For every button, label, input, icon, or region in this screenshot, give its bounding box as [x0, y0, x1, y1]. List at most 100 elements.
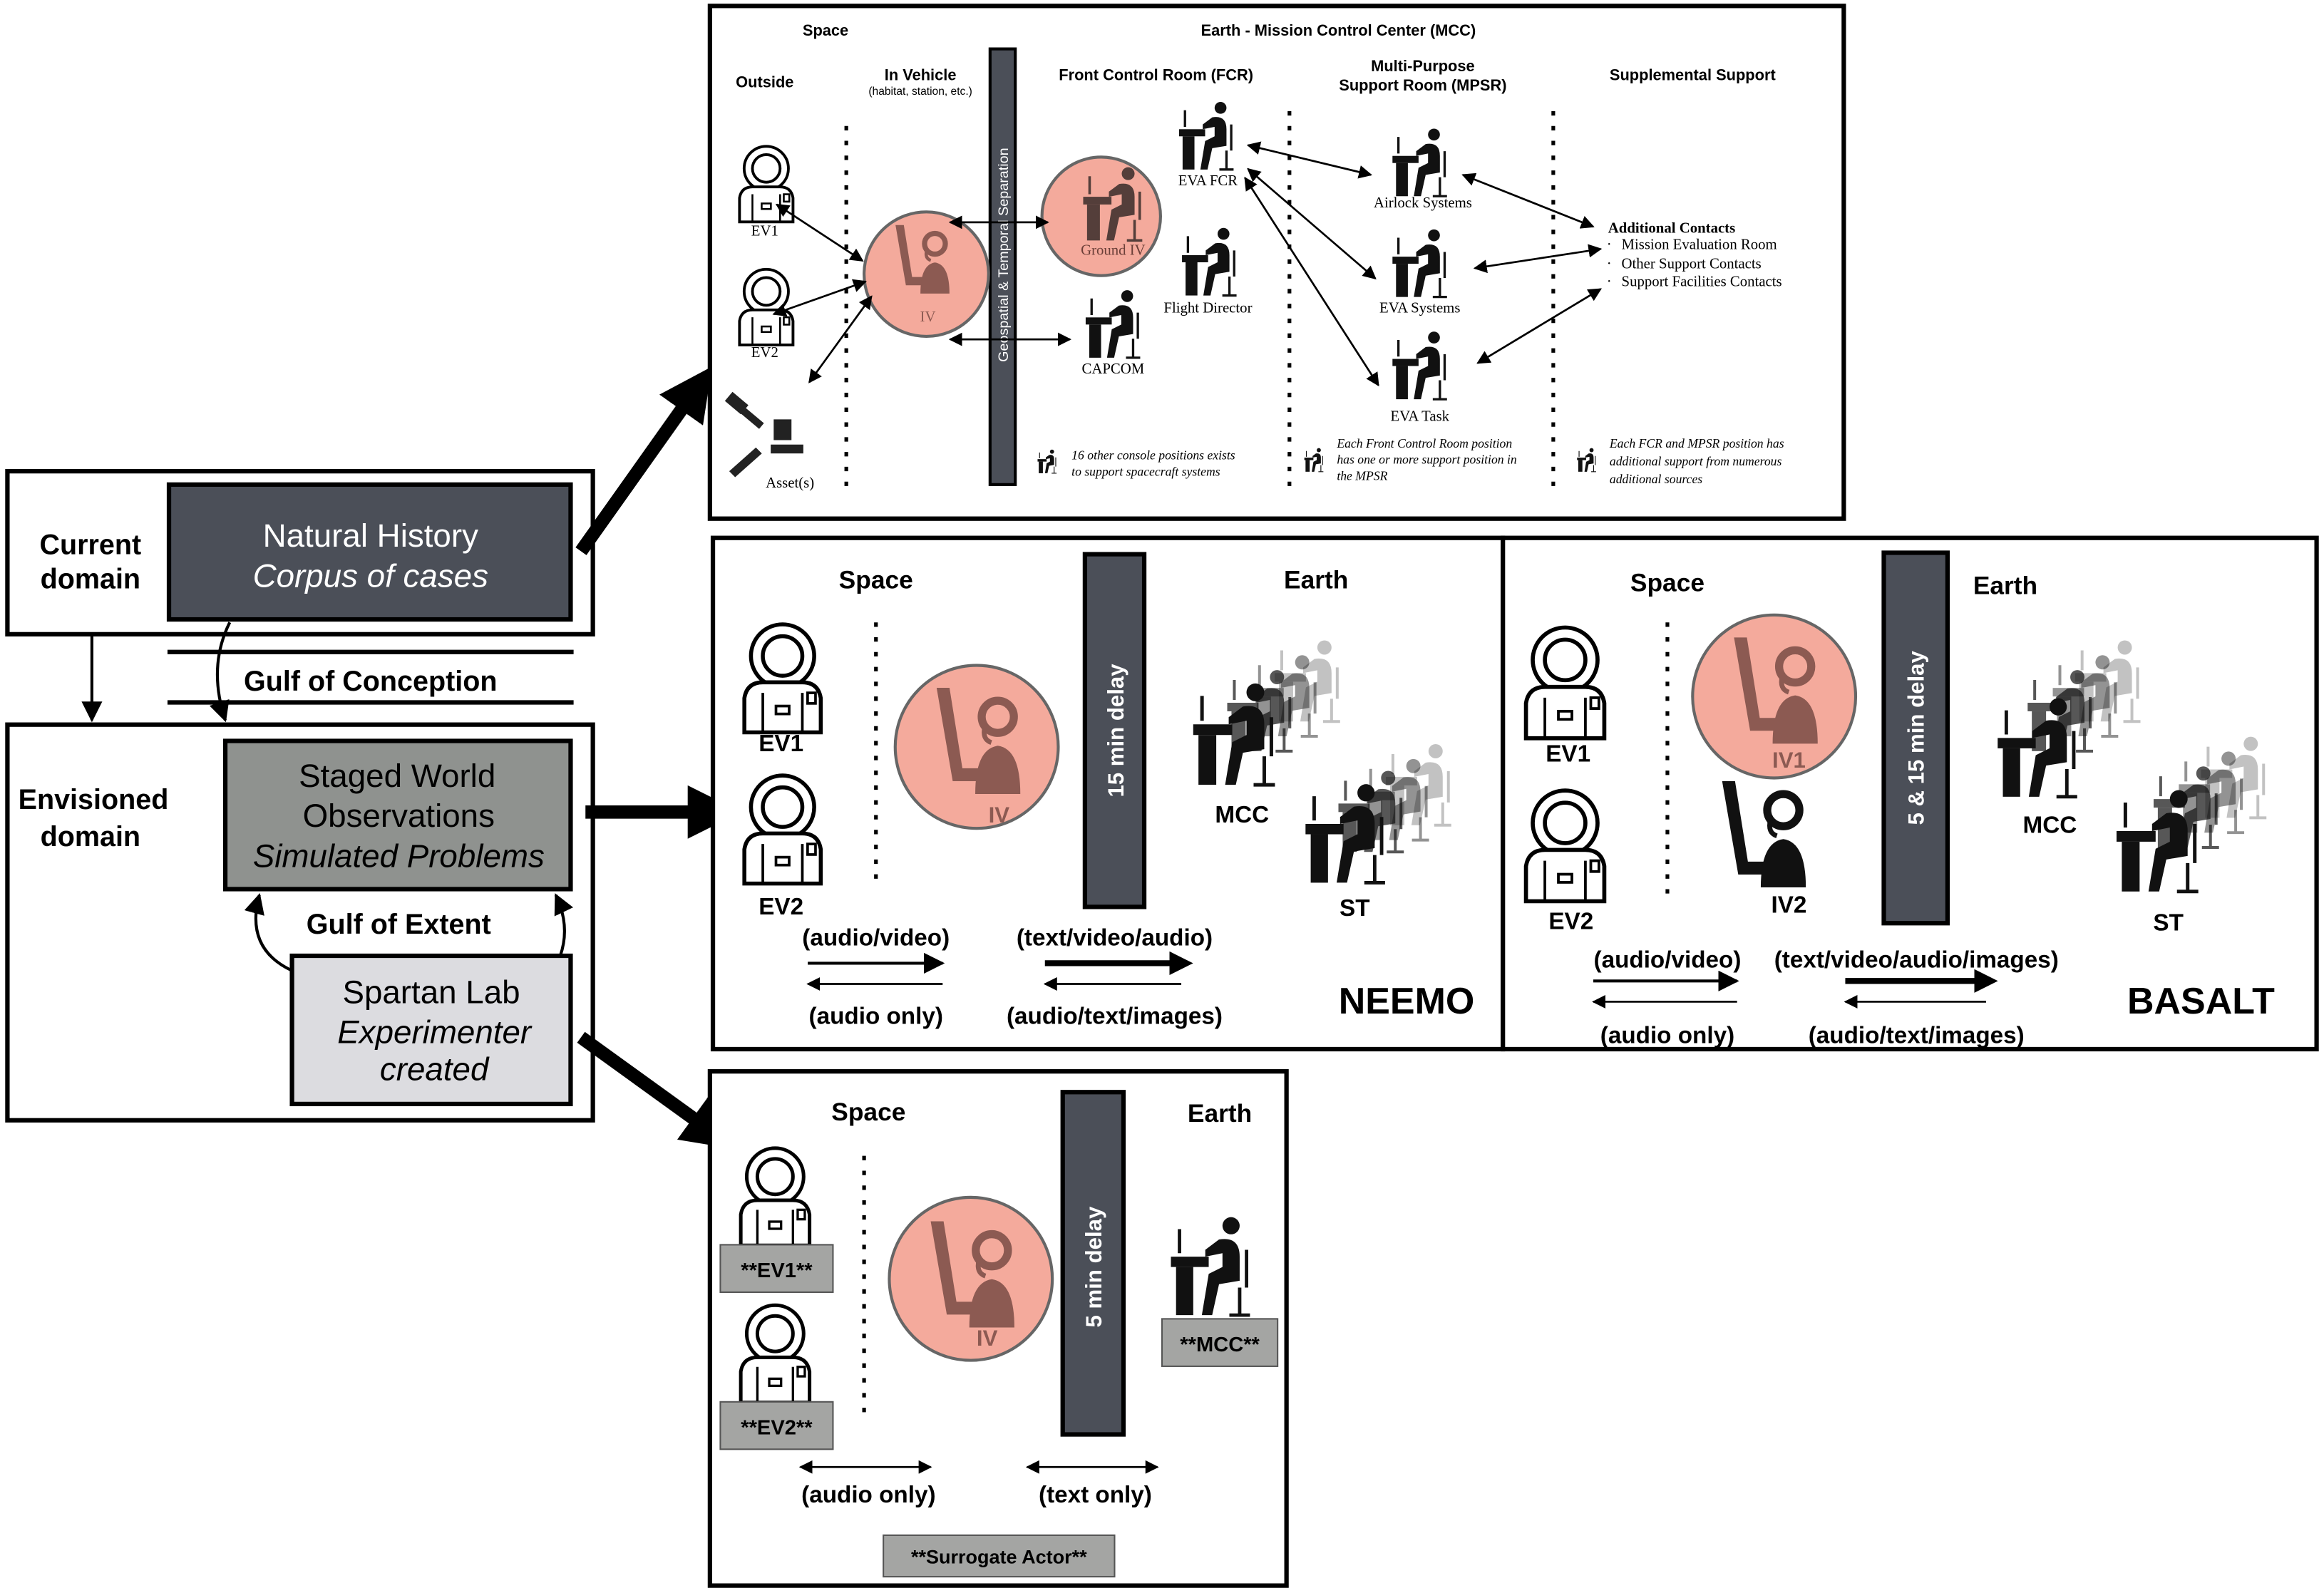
spartan-earth-heading: Earth	[1188, 1100, 1252, 1128]
staged-world-line1: Staged World	[299, 758, 495, 794]
eva-task-label: EVA Task	[1390, 408, 1449, 424]
basalt-space-heading: Space	[1630, 569, 1705, 597]
neemo-link-label: (audio only)	[809, 1004, 943, 1030]
airlock-label: Airlock Systems	[1374, 195, 1472, 211]
bullet: ·	[1607, 255, 1612, 272]
natural-history-subtitle: Corpus of cases	[253, 557, 488, 594]
eva-systems-label: EVA Systems	[1379, 300, 1460, 316]
separation-bar	[988, 47, 1017, 486]
neemo-st-label: ST	[1340, 895, 1370, 922]
note-fcr-line: 16 other console positions exists	[1071, 448, 1235, 463]
neemo-iv-label: IV	[989, 803, 1010, 828]
basalt-delay-bar	[1881, 550, 1950, 926]
contact-item: Other Support Contacts	[1622, 255, 1762, 272]
separation-label: Geospatial & Temporal Separation	[996, 148, 1012, 361]
note-mpsr-line: the MPSR	[1337, 469, 1387, 483]
spartan-delay-label: 5 min delay	[1081, 1206, 1106, 1327]
ev2-label: EV2	[751, 344, 778, 361]
current-domain-label-1: Current	[40, 530, 142, 561]
in-vehicle-heading: In Vehicle	[885, 66, 957, 83]
mpsr-heading-2: Support Room (MPSR)	[1339, 76, 1506, 94]
eva-fcr-label: EVA FCR	[1178, 172, 1238, 189]
neemo-ev2-label: EV2	[759, 894, 803, 920]
basalt-link-label: (audio only)	[1600, 1023, 1734, 1049]
additional-contacts-title: Additional Contacts	[1608, 220, 1735, 236]
basalt-ev2-label: EV2	[1548, 909, 1593, 935]
spartan-lab-box	[289, 953, 573, 1107]
note-supp-line: additional sources	[1610, 472, 1702, 486]
supplemental-heading: Supplemental Support	[1610, 66, 1776, 83]
neemo-link-label: (audio/text/images)	[1007, 1004, 1223, 1030]
neemo-iv-circle	[893, 664, 1060, 830]
extent-right-curve-arrow	[554, 893, 574, 957]
spartan-lab-line3: created	[380, 1051, 490, 1088]
staged-world-line3: Simulated Problems	[253, 837, 545, 874]
contact-item: Mission Evaluation Room	[1622, 236, 1777, 252]
spartan-link-label: (audio only)	[801, 1482, 935, 1508]
ground-iv-label: Ground IV	[1081, 242, 1146, 259]
basalt-link-label: (audio/video)	[1594, 947, 1742, 974]
natural-history-box	[166, 482, 573, 622]
bullet: ·	[1607, 273, 1612, 289]
space-heading: Space	[803, 21, 848, 39]
fcr-eva-task-arrow	[1244, 176, 1379, 387]
left-framework: Current domain Natural History Corpus of…	[5, 366, 741, 1150]
basalt-ev1-label: EV1	[1546, 741, 1590, 768]
neemo-delay-label: 15 min delay	[1104, 664, 1128, 798]
neemo-delay-bar	[1082, 552, 1147, 909]
contact-item: Support Facilities Contacts	[1622, 273, 1782, 289]
gulf-of-conception-label: Gulf of Conception	[244, 666, 497, 697]
note-supp-line: additional support from numerous	[1610, 454, 1782, 468]
spartan-iv-label: IV	[977, 1326, 998, 1351]
spartan-study-panel: Space Earth **EV1** **EV2** IV 5 min del…	[707, 1069, 1289, 1588]
fcr-heading: Front Control Room (FCR)	[1059, 66, 1253, 83]
spartan-space-heading: Space	[831, 1098, 905, 1126]
communication-arrows	[772, 141, 1603, 387]
note-mpsr-line: Each Front Control Room position	[1336, 436, 1512, 450]
bullet: ·	[1607, 236, 1612, 252]
spartan-ev2-label-box	[719, 1401, 834, 1450]
assets-icon	[724, 391, 803, 478]
spartan-lab-line2: Experimenter	[337, 1014, 533, 1051]
spartan-delay-bar	[1060, 1090, 1126, 1437]
neemo-link-label: (text/video/audio)	[1017, 924, 1213, 951]
neemo-space-heading: Space	[839, 566, 913, 594]
natural-history-title: Natural History	[263, 517, 478, 554]
note-fcr-line: to support spacecraft systems	[1071, 464, 1220, 478]
basalt-link-label: (audio/text/images)	[1809, 1023, 2025, 1049]
basalt-delay-label: 5 & 15 min delay	[1904, 651, 1929, 825]
gulf-of-extent-label: Gulf of Extent	[307, 909, 491, 940]
outside-heading: Outside	[736, 73, 793, 91]
spartan-iv-circle	[888, 1195, 1054, 1362]
surrogate-actor-label: **Surrogate Actor**	[911, 1546, 1087, 1567]
neemo-mcc-label: MCC	[1215, 802, 1269, 828]
neemo-panel: Space Earth EV1 EV2 IV 15 min delay MCC …	[710, 535, 1506, 1052]
basalt-earth-heading: Earth	[1973, 572, 2037, 600]
extent-left-curve-arrow	[244, 892, 293, 972]
eva-task-contacts-arrow	[1476, 288, 1603, 364]
spartan-mcc-label: **MCC**	[1180, 1334, 1260, 1356]
ev1-iv-arrow	[775, 203, 864, 262]
earth-mcc-heading: Earth - Mission Control Center (MCC)	[1201, 21, 1476, 39]
spartan-ev1-label: **EV1**	[741, 1259, 813, 1282]
spartan-lab-line1: Spartan Lab	[342, 974, 520, 1011]
neemo-title: NEEMO	[1339, 981, 1475, 1022]
spartan-link-label: (text only)	[1039, 1482, 1152, 1508]
staged-world-box	[222, 738, 573, 892]
note-supp-line: Each FCR and MPSR position has	[1609, 436, 1784, 450]
basalt-panel: Space Earth EV1 EV2 IV1 IV2 5 & 15 min d…	[1501, 535, 2319, 1052]
ev1-label: EV1	[751, 223, 778, 239]
airlock-contacts-arrow	[1461, 172, 1595, 229]
conception-curve-arrow	[209, 622, 232, 723]
flight-director-label: Flight Director	[1163, 300, 1252, 316]
in-vehicle-subheading: (habitat, station, etc.)	[868, 86, 972, 98]
mpsr-heading-1: Multi-Purpose	[1371, 57, 1475, 75]
basalt-iv2-label: IV2	[1771, 892, 1806, 919]
basalt-mcc-label: MCC	[2022, 812, 2077, 838]
neemo-ev1-label: EV1	[759, 731, 803, 757]
asset-iv-arrow	[808, 295, 873, 383]
basalt-title: BASALT	[2127, 981, 2275, 1022]
surrogate-actor-box	[883, 1534, 1116, 1578]
basalt-link-label: (text/video/audio/images)	[1774, 947, 2059, 974]
